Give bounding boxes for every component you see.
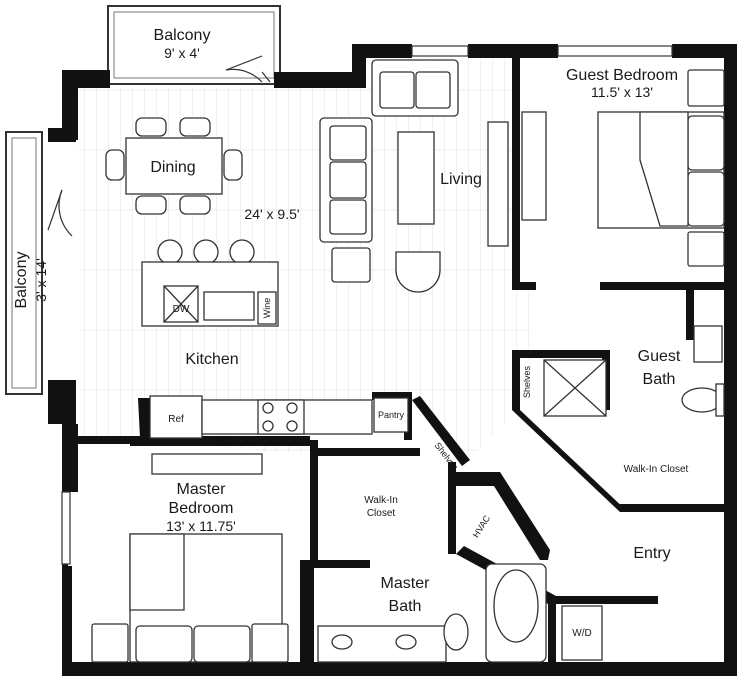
living-furniture	[319, 59, 509, 293]
shelves-guest-label: Shelves	[522, 365, 532, 398]
balcony-door-top	[225, 55, 271, 83]
kitchen-name: Kitchen	[185, 351, 238, 368]
master-bath-name-line2: Bath	[389, 598, 422, 615]
walkin-master-line1: Walk-In	[364, 495, 398, 506]
guest-bedroom-size: 11.5' x 13'	[591, 84, 653, 100]
living-name: Living	[440, 171, 482, 188]
room-labels: Balcony 9' x 4' Balcony 3' x 14' Dining …	[13, 27, 689, 615]
wd-label: W/D	[572, 628, 591, 639]
dining-name: Dining	[150, 159, 195, 176]
hvac-label: HVAC	[471, 513, 493, 539]
balcony-top-size: 9' x 4'	[164, 45, 200, 61]
kitchen-counter	[149, 395, 409, 439]
guest-bath-fixtures	[543, 325, 725, 417]
dining-set	[105, 117, 243, 215]
walkin-guest-name: Walk-In Closet	[624, 464, 689, 475]
master-bedroom-name-line1: Master	[177, 481, 227, 498]
pantry-label: Pantry	[378, 410, 405, 420]
master-bedroom-size: 13' x 11.75'	[166, 518, 236, 534]
balcony-door-left	[47, 189, 73, 237]
master-bath-fixtures	[317, 563, 603, 663]
ref-label: Ref	[168, 414, 184, 425]
balcony-left	[5, 131, 43, 395]
kitchen-island	[141, 239, 279, 327]
balcony-left-name: Balcony	[13, 252, 30, 309]
wine-label: Wine	[262, 298, 272, 319]
guest-bath-name-line2: Bath	[643, 371, 676, 388]
dw-label: DW	[173, 304, 190, 315]
windows	[61, 45, 673, 565]
master-bath-name-line1: Master	[381, 575, 431, 592]
interior-walls	[68, 58, 730, 676]
exterior-walls	[48, 44, 737, 676]
guest-bath-name-line1: Guest	[638, 348, 681, 365]
walkin-master-line2: Closet	[367, 508, 396, 519]
balcony-top	[107, 5, 281, 85]
master-bedroom-furniture	[91, 453, 289, 663]
master-bedroom-name-line2: Bedroom	[169, 500, 234, 517]
guest-bedroom-name: Guest Bedroom	[566, 67, 678, 84]
entry-name: Entry	[633, 545, 670, 562]
balcony-left-size: 3' x 14'	[33, 258, 49, 301]
guest-bedroom-furniture	[521, 69, 725, 267]
balcony-top-name: Balcony	[154, 27, 211, 44]
living-size: 24' x 9.5'	[244, 206, 299, 222]
